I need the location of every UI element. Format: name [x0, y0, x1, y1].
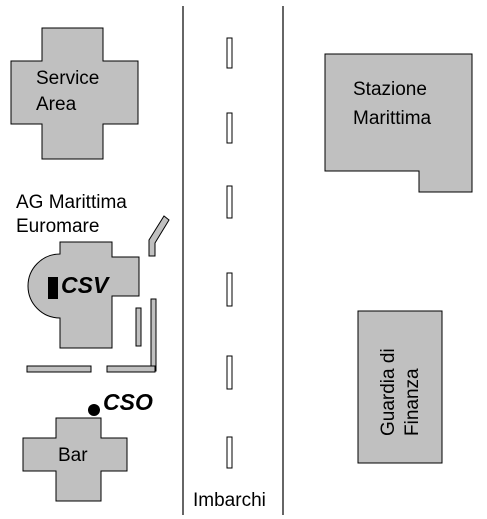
cso-marker [88, 404, 100, 416]
ag-marittima-label-line1: AG Marittima [16, 192, 127, 213]
csv-marker [48, 277, 58, 299]
walkway-curve [148, 215, 170, 257]
ag-marittima-building[interactable] [27, 241, 140, 349]
road-dash [226, 185, 233, 219]
guardia-label-line2: Finanza [402, 368, 423, 436]
barrier-horizontal-2 [106, 365, 156, 373]
ag-marittima-label-line2: Euromare [16, 216, 99, 237]
barrier-vertical-1 [135, 307, 142, 347]
stazione-label-line2: Marittima [353, 108, 432, 129]
barrier-vertical-2 [150, 298, 157, 372]
stazione-label-line1: Stazione [353, 79, 427, 100]
cso-label: CSO [103, 389, 153, 415]
imbarchi-label: Imbarchi [193, 490, 266, 511]
csv-label: CSV [61, 272, 110, 298]
guardia-di-finanza-building[interactable] [357, 310, 443, 464]
bar-label: Bar [58, 445, 88, 466]
road-centre-dashes [226, 37, 233, 469]
road-dash [226, 355, 233, 390]
road-dash [226, 112, 233, 144]
service-area-label-line2: Area [36, 94, 77, 115]
service-area-building[interactable] [10, 27, 139, 160]
stazione-marittima-building[interactable] [324, 53, 473, 193]
road-dash [226, 37, 233, 69]
road-dash [226, 272, 233, 307]
service-area-label-line1: Service [36, 68, 99, 89]
guardia-label-line1: Guardia di [378, 348, 399, 436]
bar-building[interactable] [22, 417, 128, 502]
road-dash [226, 436, 233, 469]
barrier-horizontal-1 [26, 365, 92, 373]
